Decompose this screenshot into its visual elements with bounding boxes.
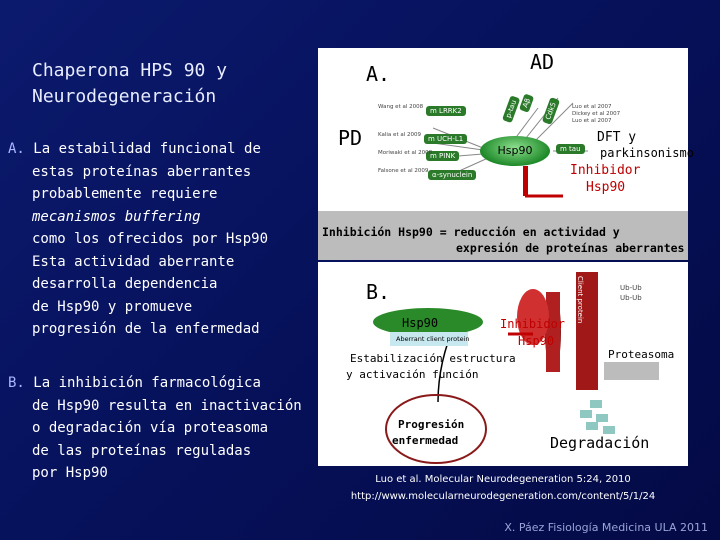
hsp90-node: Hsp90: [480, 136, 550, 166]
progression-line1: Progresión: [398, 418, 465, 431]
arrow-progression: [437, 341, 449, 403]
paragraph-a-line: estas proteínas aberrantes: [32, 163, 252, 180]
inhibitor-node: [517, 289, 549, 345]
paragraph-b-line: por Hsp90: [32, 465, 108, 481]
fragment: [580, 410, 592, 418]
figure-a-label: A.: [366, 62, 391, 86]
connector-line: [432, 142, 484, 151]
inhibitor-bar: [523, 166, 528, 196]
paragraph-b-line: de Hsp90 resulta en inactivación: [32, 397, 302, 414]
ref-left: Falsone et al 2009: [378, 168, 429, 174]
figure-b-diagram: [373, 272, 659, 464]
progression-circle: [385, 394, 487, 464]
ref-right: Luo et al 2007: [572, 118, 612, 124]
ref-right: Luo et al 2007: [572, 104, 612, 110]
ad-label: AD: [530, 50, 555, 74]
ref-left: Kalia et al 2009: [378, 132, 421, 138]
proteasoma-label: Proteasoma: [608, 348, 675, 361]
inhibitor-label: Inhibidor: [570, 163, 641, 178]
figure-a-caption-line1: Inhibición Hsp90 = reducción en activida…: [322, 225, 620, 239]
caption-box: [318, 211, 688, 260]
aberrant-label: Aberrant client protein: [396, 335, 470, 343]
paragraph-a-line: mecanismos buffering: [32, 208, 201, 225]
ref-left: Moriwaki et al 2008: [378, 150, 433, 156]
hsp90-b-label: Hsp90: [402, 316, 439, 330]
footer-credit: X. Páez Fisiología Medicina ULA 2011: [504, 521, 708, 534]
inhibitor-b-hsp90-label: Hsp90: [518, 334, 555, 348]
paragraph-a-marker: A.: [8, 141, 25, 157]
fragment: [603, 426, 615, 434]
paragraph-b-line: de las proteínas reguladas: [32, 442, 252, 459]
paragraph-a-line: progresión de la enfermedad: [32, 321, 260, 337]
figure-a-diagram: [318, 97, 688, 260]
paragraph-b-line: o degradación vía proteasoma: [32, 420, 269, 436]
fragment: [596, 414, 608, 422]
pd-label: PD: [338, 126, 363, 150]
ub-label: Ub-Ub: [620, 294, 642, 302]
aberrant-box: [390, 332, 468, 346]
fragment: [586, 422, 598, 430]
inhibitor-hsp90-label: Hsp90: [586, 180, 626, 195]
parkinsonismo-label: parkinsonismo: [600, 146, 694, 160]
stabilization-line1: Estabilización estructura: [350, 352, 516, 365]
proteasoma-box: [604, 362, 659, 380]
chip-mtau: m tau: [556, 144, 585, 154]
degradation-label: Degradación: [550, 434, 650, 452]
paragraph-a-line: desarrolla dependencia: [32, 276, 218, 292]
client-protein-column: [576, 272, 598, 390]
reference-url[interactable]: http://www.molecularneurodegeneration.co…: [350, 491, 656, 502]
figure-b-panel: B. Hsp90 Aberrant client protein Inhibid…: [318, 262, 688, 466]
stabilization-line2: y activación función: [346, 368, 479, 381]
ref-right: Dickey et al 2007: [572, 111, 621, 117]
client-protein-label: Client protein: [576, 276, 584, 324]
chip-uchl1: m UCH-L1: [424, 134, 468, 144]
slide-title: Chaperona HPS 90 y Neurodegeneración: [32, 60, 228, 107]
chip-lrrk2: m LRRK2: [426, 106, 466, 116]
progression-line2: enfermedad: [392, 434, 459, 447]
paragraph-b: B. La inhibición farmacológica de Hsp90 …: [8, 372, 302, 485]
ref-left: Wang et al 2008: [378, 104, 424, 110]
figure-a-caption-line2: expresión de proteínas aberrantes: [456, 241, 685, 255]
paragraph-a-line: de Hsp90 y promueve: [32, 298, 193, 315]
figure-b-label: B.: [366, 280, 391, 304]
chip-synuclein: α-synuclein: [428, 170, 477, 180]
ub-label: Ub-Ub: [620, 284, 642, 292]
dft-label: DFT y: [597, 130, 637, 145]
paragraph-b-marker: B.: [8, 375, 25, 391]
figure-a-panel: A. AD PD DFT y parkinsonismo Inhibidor H…: [318, 48, 694, 260]
paragraph-b-line: La inhibición farmacológica: [33, 375, 261, 391]
paragraph-a-line: probablemente requiere: [32, 186, 218, 202]
hsp90-b-node: [373, 308, 483, 336]
inhibitor-column: [546, 292, 560, 372]
reference-citation: Luo et al. Molecular Neurodegeneration 5…: [375, 474, 631, 485]
paragraph-a-line: La estabilidad funcional de: [33, 141, 261, 157]
paragraph-a-line: como los ofrecidos por Hsp90: [32, 231, 269, 247]
fragment: [590, 400, 602, 408]
chip-pink: m PINK: [426, 151, 460, 161]
inhibitor-b-label: Inhibidor: [500, 317, 566, 331]
paragraph-a-line: Esta actividad aberrante: [32, 253, 235, 270]
paragraph-a: A. La estabilidad funcional de estas pro…: [8, 138, 268, 341]
